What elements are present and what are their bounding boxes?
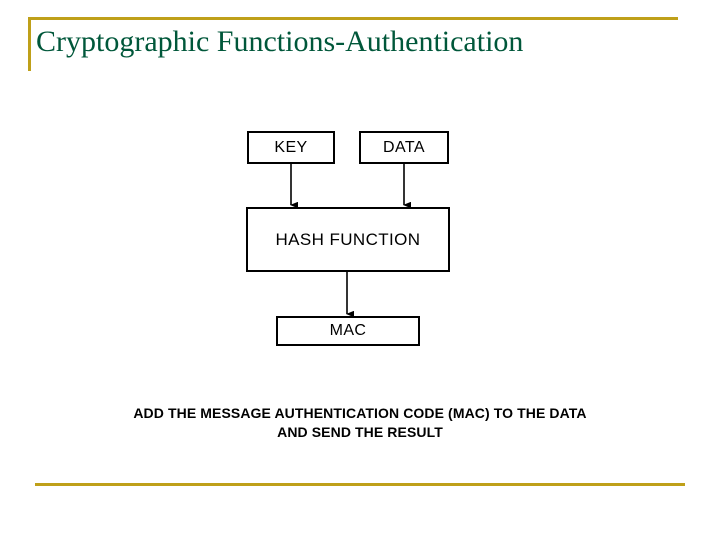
caption-line-1: ADD THE MESSAGE AUTHENTICATION CODE (MAC… [133, 405, 587, 421]
flow-node-hash-function: HASH FUNCTION [246, 207, 450, 272]
flow-node-hash-function-label: HASH FUNCTION [275, 229, 421, 249]
flow-node-mac: MAC [276, 316, 420, 346]
footer-rule [35, 483, 685, 486]
caption-line-2: AND SEND THE RESULT [277, 424, 443, 440]
flow-node-mac-label: MAC [329, 322, 367, 339]
flow-node-key: KEY [247, 131, 335, 164]
slide-caption: ADD THE MESSAGE AUTHENTICATION CODE (MAC… [0, 404, 720, 442]
flow-node-data-label: DATA [383, 138, 425, 156]
flow-node-key-label: KEY [274, 138, 308, 156]
title-left-rule [28, 17, 31, 71]
flow-node-data: DATA [359, 131, 449, 164]
page-title: Cryptographic Functions-Authentication [36, 25, 524, 58]
title-top-rule [28, 17, 678, 20]
